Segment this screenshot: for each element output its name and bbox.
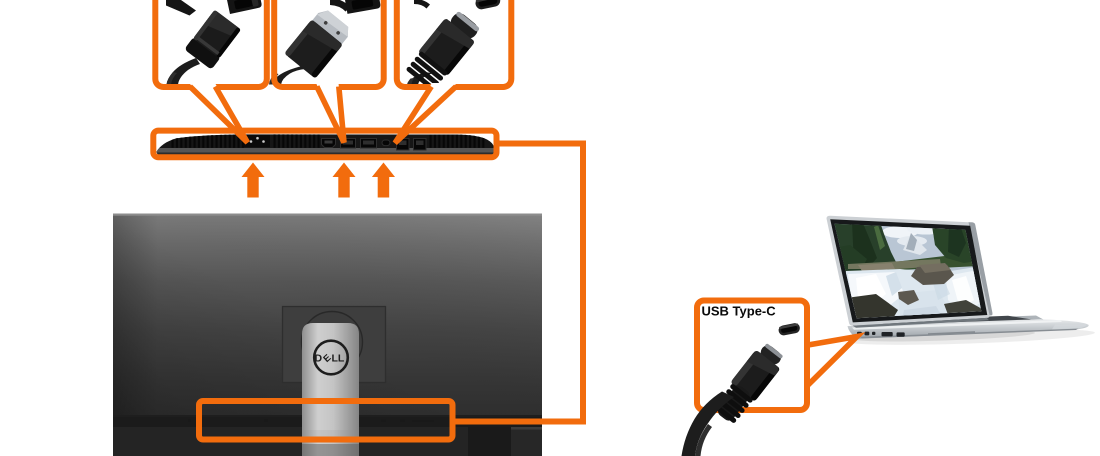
svg-text:USB Type-C: USB Type-C	[702, 304, 777, 319]
svg-text:D: D	[315, 353, 323, 365]
svg-text:LL: LL	[332, 353, 345, 365]
